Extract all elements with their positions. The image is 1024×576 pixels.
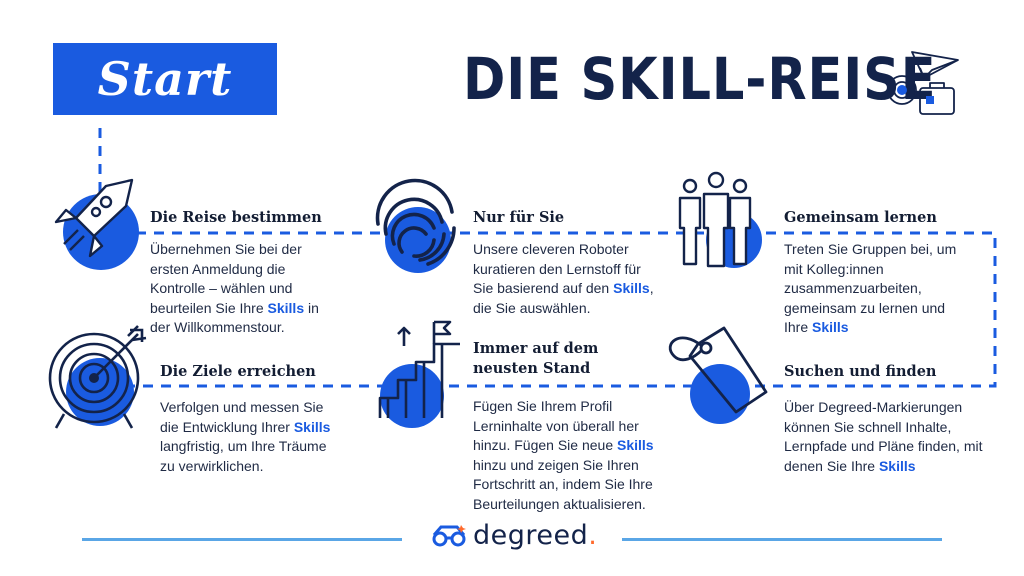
tag-icon (668, 326, 768, 424)
page-title: DIE SKILL-REISE (463, 45, 937, 113)
step-body: Unsere cleveren Roboter kuratieren den L… (473, 241, 654, 316)
target-arrow-icon (48, 325, 147, 429)
skills-highlight: Skills (267, 299, 305, 316)
step-reise-bestimmen: Die Reise bestimmen Übernehmen Sie bei d… (150, 209, 335, 338)
step-body: Verfolgen und messen Sie die Entwicklung… (160, 399, 331, 474)
fingerprint-icon (375, 178, 456, 273)
step-body: Über Degreed-Markierungen können Sie sch… (784, 399, 983, 474)
start-banner: Start (53, 43, 277, 115)
step-body: Fügen Sie Ihrem Profil Lerninhalte von ü… (473, 398, 654, 512)
degreed-logo: degreed. (431, 520, 597, 551)
footer-line-right (622, 538, 942, 541)
step-suchen-finden: Suchen und finden Über Degreed-Markierun… (784, 363, 984, 476)
skills-highlight: Skills (617, 437, 654, 453)
step-title: Die Reise bestimmen (150, 209, 322, 226)
glasses-icon (432, 524, 466, 546)
logo-text: degreed. (473, 520, 598, 551)
step-title: Suchen und finden (784, 363, 937, 380)
step-body: Treten Sie Gruppen bei, um mit Kolleg:in… (784, 241, 957, 335)
skills-highlight: Skills (812, 319, 849, 335)
step-gemeinsam-lernen: Gemeinsam lernen Treten Sie Gruppen bei,… (784, 209, 962, 338)
stairs-flag-icon (378, 320, 460, 428)
travel-icon (887, 51, 959, 115)
step-title: Immer auf dem neusten Stand (473, 340, 599, 377)
step-ziele-erreichen: Die Ziele erreichen Verfolgen und messen… (160, 363, 340, 476)
step-title: Gemeinsam lernen (784, 209, 937, 226)
skills-highlight: Skills (293, 418, 331, 435)
skills-highlight: Skills (878, 457, 916, 474)
step-nur-fuer-sie: Nur für Sie Unsere cleveren Roboter kura… (473, 209, 658, 318)
people-icon (678, 171, 762, 268)
footer-line-left (82, 538, 402, 541)
step-body: Übernehmen Sie bei der ersten Anmeldung … (150, 241, 319, 335)
rocket-icon (54, 178, 139, 270)
step-title: Nur für Sie (473, 209, 565, 226)
step-neuster-stand: Immer auf dem neusten Stand Fügen Sie Ih… (473, 339, 673, 514)
step-title: Die Ziele erreichen (160, 363, 316, 380)
start-label: Start (97, 52, 233, 106)
skills-highlight: Skills (613, 280, 650, 296)
